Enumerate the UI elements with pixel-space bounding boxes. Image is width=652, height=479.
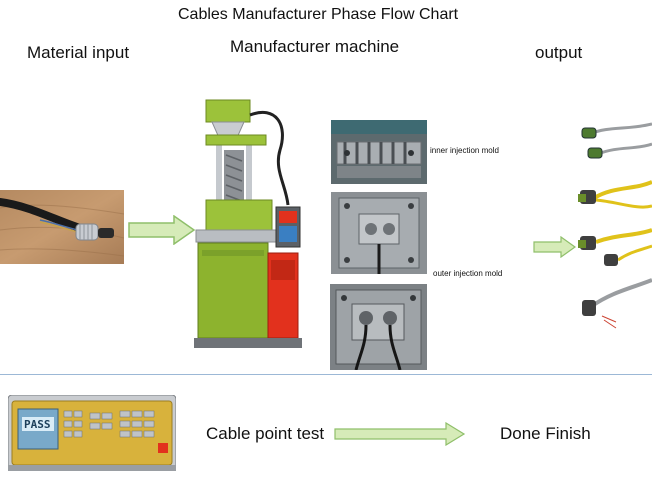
cable-point-test-label: Cable point test <box>206 424 325 443</box>
done-finish-label: Done Finish <box>500 424 591 443</box>
arrow-machine-to-output <box>533 236 577 258</box>
output-cables-image <box>578 122 652 329</box>
material-input-photo <box>0 190 124 264</box>
material-input-label: Material input <box>27 43 130 62</box>
cable-tester-image <box>8 395 176 471</box>
inner-mold-photo <box>331 120 427 184</box>
outer-mold-photo-bottom <box>330 284 427 370</box>
output-label: output <box>535 43 583 62</box>
inner-mold-label: inner injection mold <box>430 146 499 155</box>
injection-machine-image <box>194 99 302 348</box>
tester-screen-text: PASS <box>24 418 51 431</box>
outer-mold-label: outer injection mold <box>433 269 503 278</box>
section-divider <box>0 374 652 375</box>
arrow-input-to-machine <box>128 215 196 245</box>
outer-mold-photo-top <box>331 192 427 274</box>
chart-title: Cables Manufacturer Phase Flow Chart <box>178 6 459 23</box>
arrow-test-to-done <box>334 422 466 446</box>
manufacturer-machine-label: Manufacturer machine <box>230 37 400 56</box>
